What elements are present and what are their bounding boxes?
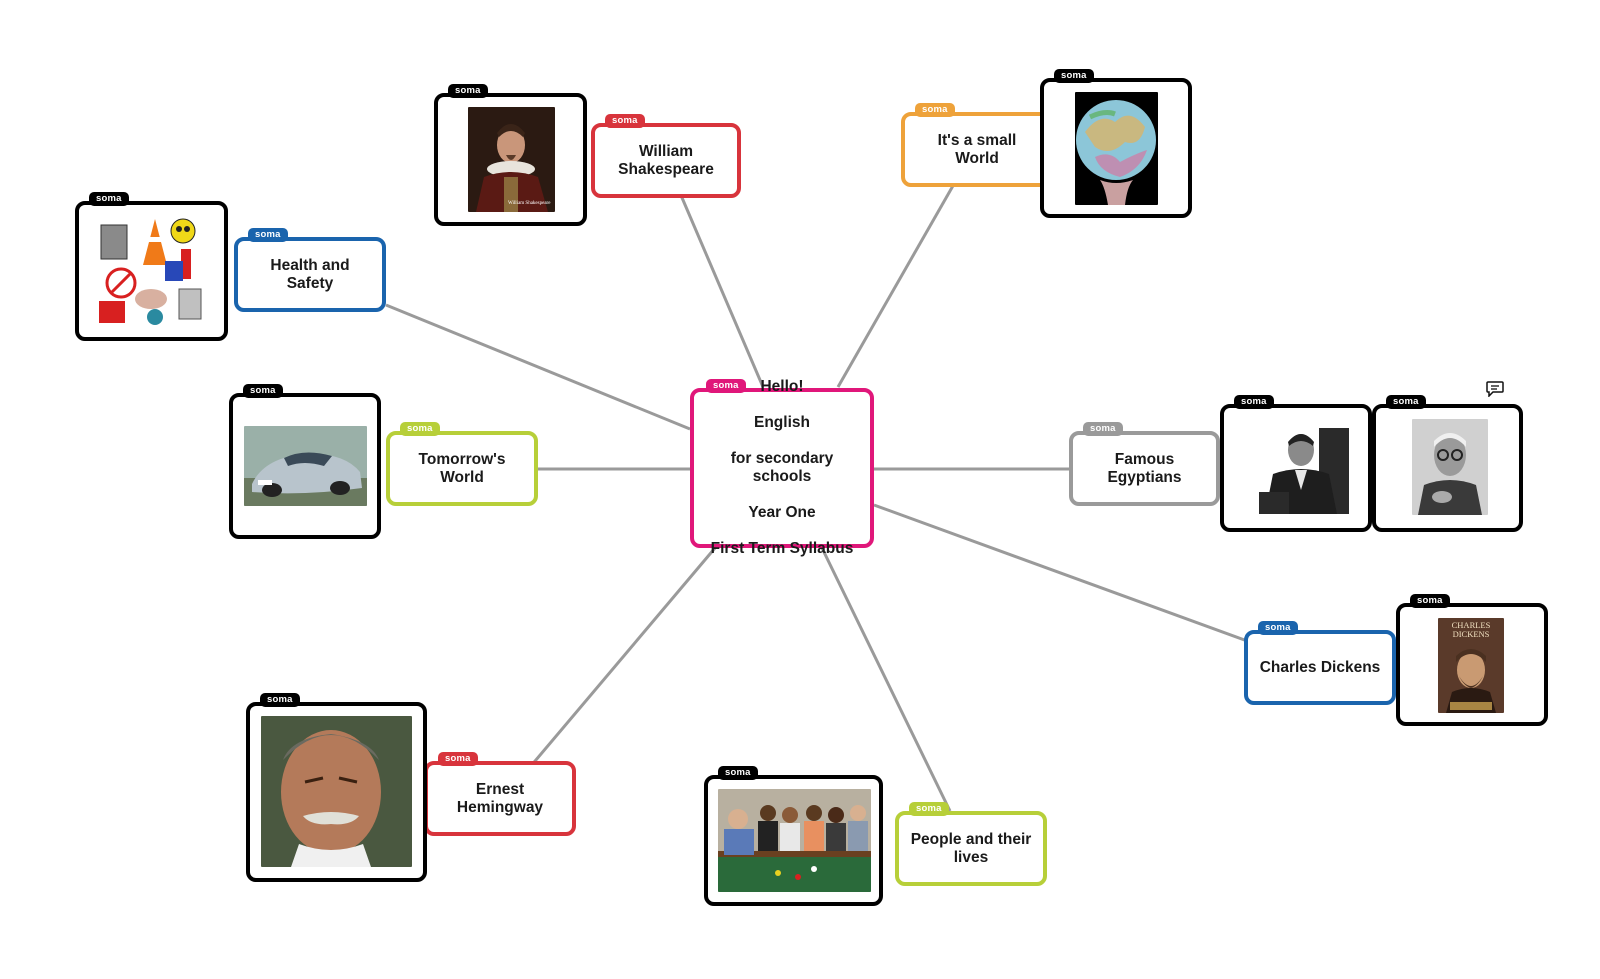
soma-tag: soma — [1258, 621, 1298, 635]
soma-tag: soma — [248, 228, 288, 242]
center-line: Year One — [748, 504, 816, 521]
soma-tag: soma — [605, 114, 645, 128]
soma-tag: soma — [260, 693, 300, 707]
speech-bubble-icon[interactable] — [1486, 381, 1504, 398]
soma-tag: soma — [438, 752, 478, 766]
image-card-ernest-hemingway[interactable]: soma — [246, 693, 427, 882]
topic-charles-dickens[interactable]: soma Charles Dickens — [1244, 621, 1396, 705]
topic-label: It's a small World — [937, 131, 1017, 167]
soma-tag: soma — [89, 192, 129, 206]
center-line: First Term Syllabus — [710, 540, 854, 557]
book-cover-icon: CHARLES DICKENS — [1438, 618, 1504, 713]
center-line: English — [754, 414, 810, 431]
topic-william-shakespeare[interactable]: soma William Shakespeare — [591, 114, 741, 198]
soma-tag: soma — [1234, 395, 1274, 409]
center-line: for secondary schools — [730, 450, 834, 485]
topic-label: Charles Dickens — [1259, 658, 1381, 676]
topic-ernest-hemingway[interactable]: soma Ernest Hemingway — [424, 752, 576, 836]
soma-tag: soma — [448, 84, 488, 98]
image-card-charles-dickens[interactable]: soma CHARLES DICKENS — [1396, 594, 1548, 726]
soma-tag: soma — [1386, 395, 1426, 409]
topic-label: Ernest Hemingway — [456, 780, 544, 816]
soma-tag: soma — [1054, 69, 1094, 83]
portrait-icon — [468, 107, 555, 212]
soma-tag: soma — [915, 103, 955, 117]
topic-label: Health and Safety — [270, 256, 350, 292]
car-icon — [244, 426, 367, 506]
topic-people-and-their-lives[interactable]: soma People and their lives — [895, 802, 1047, 886]
image-card-people[interactable]: soma — [704, 766, 883, 906]
link-dickens — [873, 503, 1251, 644]
image-card-tomorrows-world[interactable]: soma — [229, 384, 381, 539]
soma-tag: soma — [909, 802, 949, 816]
link-small-world — [836, 183, 956, 388]
soma-tag: soma — [1410, 594, 1450, 608]
group-photo-icon — [718, 789, 871, 892]
soma-tag: soma — [1083, 422, 1123, 436]
book-cover-title: CHARLES DICKENS — [1451, 620, 1491, 639]
image-card-egyptian-2[interactable]: soma — [1372, 395, 1523, 532]
portrait-caption: William Shakespeare — [508, 201, 551, 206]
link-health — [385, 303, 691, 431]
topic-label: People and their lives — [910, 830, 1032, 866]
soma-tag: soma — [243, 384, 283, 398]
soma-tag: soma — [718, 766, 758, 780]
safety-clipart-icon — [95, 213, 208, 328]
link-people — [820, 547, 952, 812]
image-card-health-safety[interactable]: soma — [75, 192, 228, 341]
center-line: Hello! — [760, 378, 804, 395]
link-hemingway — [528, 547, 717, 768]
topic-label: Tomorrow's World — [418, 450, 506, 486]
portrait-icon — [261, 716, 412, 867]
topic-label: William Shakespeare — [618, 142, 714, 178]
globe-icon — [1075, 92, 1158, 205]
image-card-egyptian-1[interactable]: soma — [1220, 395, 1372, 532]
central-topic-label: Hello! English for secondary schools Yea… — [694, 360, 870, 576]
soma-tag: soma — [706, 379, 746, 393]
topic-its-a-small-world[interactable]: soma It's a small World — [901, 103, 1053, 187]
topic-health-and-safety[interactable]: soma Health and Safety — [234, 228, 386, 312]
central-topic[interactable]: soma Hello! English for secondary school… — [690, 378, 874, 557]
image-card-shakespeare[interactable]: soma William Shakespeare — [434, 84, 587, 226]
image-card-globe[interactable]: soma — [1040, 69, 1192, 218]
topic-famous-egyptians[interactable]: soma Famous Egyptians — [1069, 422, 1220, 506]
portrait-icon — [1412, 419, 1488, 515]
portrait-icon — [1251, 420, 1351, 514]
topic-tomorrows-world[interactable]: soma Tomorrow's World — [386, 422, 538, 506]
topic-label: Famous Egyptians — [1107, 450, 1182, 486]
soma-tag: soma — [400, 422, 440, 436]
link-shakespeare — [678, 192, 765, 388]
